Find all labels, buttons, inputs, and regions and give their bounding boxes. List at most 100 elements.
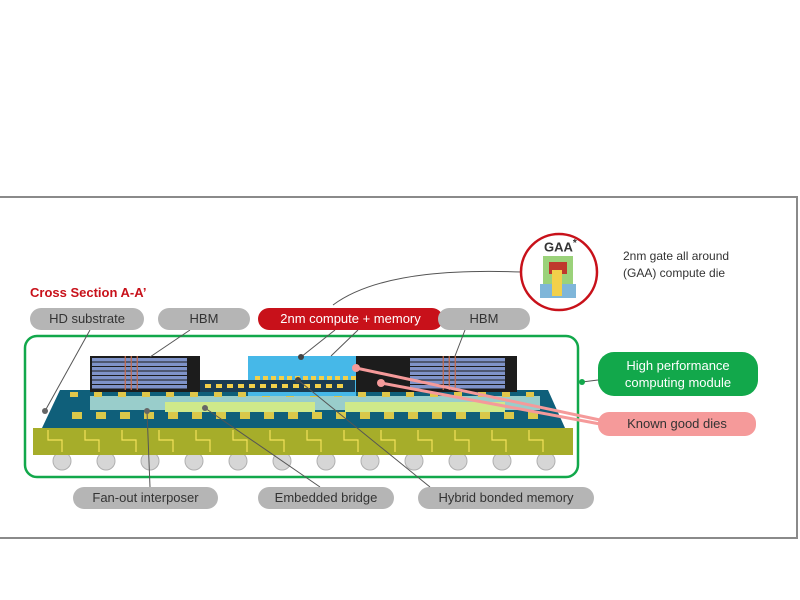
micro-bump bbox=[406, 392, 414, 397]
hbm-die-layer bbox=[410, 362, 505, 366]
substrate-trace bbox=[528, 430, 544, 452]
embedded-bridge-right bbox=[345, 402, 505, 412]
hd-substrate-layer bbox=[33, 428, 573, 455]
hybrid-bond-dot bbox=[227, 384, 233, 388]
interposer-bump bbox=[288, 412, 298, 419]
hybrid-bond-dot bbox=[293, 384, 299, 388]
micro-bump bbox=[238, 392, 246, 397]
interposer-bump bbox=[408, 412, 418, 419]
bond-dot bbox=[279, 376, 284, 380]
compute-bond-dots bbox=[205, 376, 356, 388]
hbm-die-layer bbox=[92, 385, 187, 389]
substrate-trace bbox=[84, 430, 100, 452]
bond-dot bbox=[327, 376, 332, 380]
interposer-bump bbox=[528, 412, 538, 419]
interposer-bump bbox=[72, 412, 82, 419]
interposer-bump bbox=[216, 412, 226, 419]
bond-dot bbox=[263, 376, 268, 380]
interposer-bump bbox=[312, 412, 322, 419]
hybrid-bond-dot bbox=[304, 384, 310, 388]
substrate-trace bbox=[306, 430, 322, 452]
substrate-trace bbox=[491, 430, 507, 452]
bond-dot bbox=[255, 376, 260, 380]
substrate-trace bbox=[269, 430, 285, 452]
micro-bump bbox=[430, 392, 438, 397]
hbm-die-layer bbox=[410, 367, 505, 371]
micro-bump bbox=[454, 392, 462, 397]
bond-dot bbox=[287, 376, 292, 380]
interposer-bump bbox=[432, 412, 442, 419]
hbm-die-layer bbox=[92, 362, 187, 366]
hbm-die-layer bbox=[410, 358, 505, 362]
micro-bump bbox=[70, 392, 78, 397]
hbm-die-layer bbox=[410, 385, 505, 389]
hybrid-bond-dot bbox=[260, 384, 266, 388]
hpc-module-label: High performance computing module bbox=[598, 352, 758, 396]
interposer-bump bbox=[168, 412, 178, 419]
hybrid-bond-dot bbox=[216, 384, 222, 388]
micro-bump bbox=[142, 392, 150, 397]
interposer-bump bbox=[96, 412, 106, 419]
interposer-bump bbox=[360, 412, 370, 419]
hybrid-bond-dot bbox=[271, 384, 277, 388]
hbm-die-layer bbox=[92, 367, 187, 371]
hybrid-bond-dot bbox=[315, 384, 321, 388]
hybrid-bond-dot bbox=[249, 384, 255, 388]
substrate-trace bbox=[47, 430, 63, 452]
bond-dot bbox=[343, 376, 348, 380]
interposer-bump bbox=[192, 412, 202, 419]
gaa-badge-sup: * bbox=[572, 238, 577, 249]
interposer-bump bbox=[504, 412, 514, 419]
substrate-trace bbox=[195, 430, 211, 452]
hybrid-bond-dot bbox=[326, 384, 332, 388]
hybrid-bond-dot bbox=[337, 384, 343, 388]
gaa-description-line2: (GAA) compute die bbox=[623, 266, 726, 280]
micro-bump bbox=[358, 392, 366, 397]
substrate-trace bbox=[380, 430, 396, 452]
hybrid-bonded-memory-label: Hybrid bonded memory bbox=[418, 487, 594, 509]
micro-bump bbox=[214, 392, 222, 397]
compute-memory-label: 2nm compute + memory bbox=[258, 308, 443, 330]
micro-bump bbox=[166, 392, 174, 397]
hybrid-bond-dot bbox=[238, 384, 244, 388]
gaa-badge: GAA* bbox=[544, 238, 577, 254]
micro-bump bbox=[502, 392, 510, 397]
bond-dot bbox=[271, 376, 276, 380]
gaa-description: 2nm gate all around (GAA) compute die bbox=[623, 248, 729, 282]
hbm-die-layer bbox=[92, 376, 187, 380]
hbm-die-layer bbox=[410, 376, 505, 380]
substrate-trace bbox=[454, 430, 470, 452]
hbm-die-layer bbox=[410, 371, 505, 375]
hpc-module-line1: High performance bbox=[626, 358, 730, 373]
hbm-die-layer bbox=[410, 380, 505, 384]
hbm-die-layer bbox=[92, 358, 187, 362]
interposer-bump bbox=[480, 412, 490, 419]
interposer-bump bbox=[144, 412, 154, 419]
interposer-bump bbox=[240, 412, 250, 419]
embedded-bridge bbox=[165, 402, 315, 412]
interposer-bump bbox=[336, 412, 346, 419]
hbm-left-label: HBM bbox=[158, 308, 250, 330]
gaa-badge-text: GAA bbox=[544, 239, 573, 255]
hd-substrate-label: HD substrate bbox=[30, 308, 144, 330]
module-outline bbox=[23, 334, 580, 479]
micro-bump bbox=[190, 392, 198, 397]
substrate-trace bbox=[232, 430, 248, 452]
known-good-pointer-2 bbox=[380, 381, 601, 426]
hbm-die-layer bbox=[92, 380, 187, 384]
hybrid-bonded-layer bbox=[200, 380, 355, 392]
bond-dot bbox=[335, 376, 340, 380]
hbm-left-stack bbox=[92, 356, 187, 390]
substrate-trace bbox=[121, 430, 137, 452]
substrate-traces bbox=[47, 430, 544, 452]
interposer-bump bbox=[264, 412, 274, 419]
hbm-right-stack bbox=[410, 356, 505, 390]
interposer-bump bbox=[120, 412, 130, 419]
embedded-bridge-label: Embedded bridge bbox=[258, 487, 394, 509]
fan-out-interposer-label: Fan-out interposer bbox=[73, 487, 218, 509]
hybrid-bond-dot bbox=[282, 384, 288, 388]
bond-dot bbox=[351, 376, 356, 380]
bond-dot bbox=[303, 376, 308, 380]
